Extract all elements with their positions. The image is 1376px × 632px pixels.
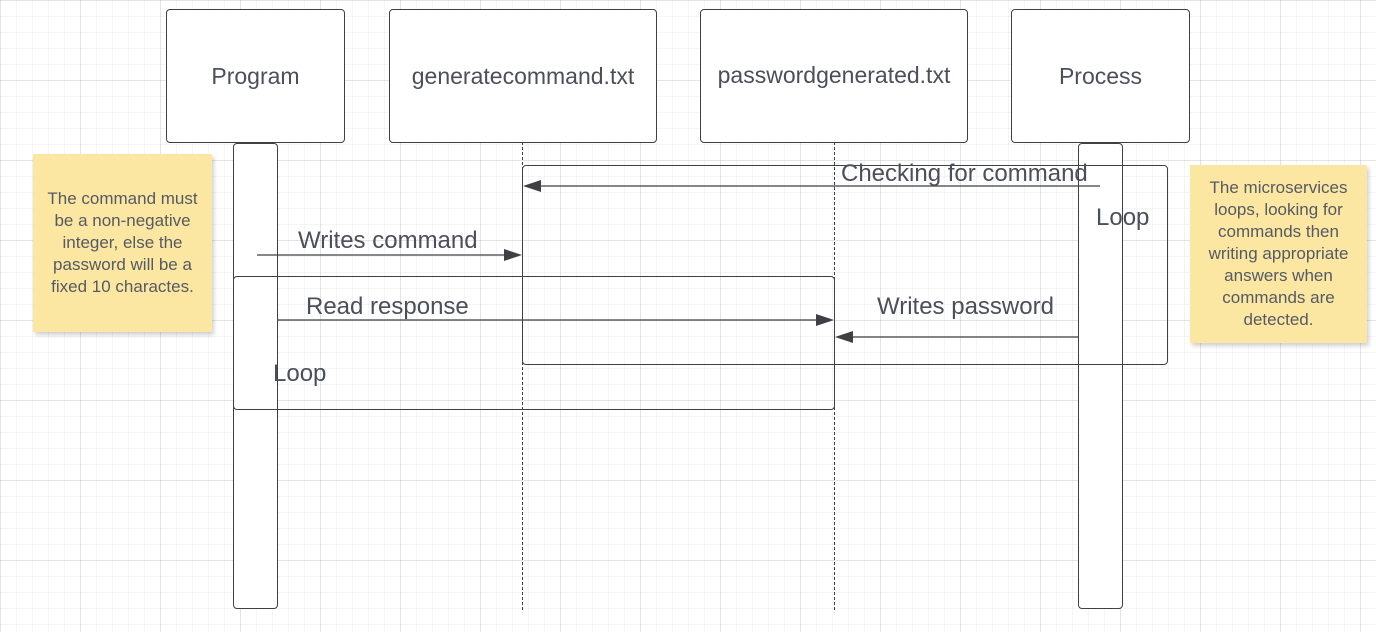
loop-frame-program[interactable] — [233, 276, 835, 410]
message-label-read-response: Read response — [306, 293, 469, 320]
message-label-checking: Checking for command — [841, 160, 1088, 187]
message-label-writes-password: Writes password — [877, 293, 1054, 320]
arrowhead-left-icon — [523, 180, 541, 192]
participant-label: Program — [211, 62, 300, 89]
arrowhead-left-icon — [835, 331, 853, 343]
note-text: The command must be a non-negative integ… — [47, 189, 198, 296]
activation-process[interactable] — [1078, 143, 1123, 609]
arrowhead-right-icon — [504, 249, 522, 261]
participant-program[interactable]: Program — [166, 9, 345, 143]
message-label-writes-command: Writes command — [298, 227, 478, 254]
loop-label-process: Loop — [1096, 204, 1150, 231]
lifeline-generatecommand — [522, 142, 523, 610]
participant-process[interactable]: Process — [1011, 9, 1190, 143]
participant-passwordgenerated[interactable]: passwordgenerated.txt — [700, 9, 968, 143]
note-text: The microservices loops, looking for com… — [1208, 178, 1349, 329]
sticky-note-right[interactable]: The microservices loops, looking for com… — [1190, 165, 1367, 343]
sticky-note-left[interactable]: The command must be a non-negative integ… — [33, 154, 212, 332]
activation-program[interactable] — [233, 143, 278, 609]
loop-label-program: Loop — [273, 360, 327, 387]
arrowhead-right-icon — [816, 314, 834, 326]
participant-label: Process — [1058, 62, 1143, 89]
participant-generatecommand[interactable]: generatecommand.txt — [389, 9, 657, 143]
participant-label: generatecommand.txt — [411, 62, 635, 89]
loop-frame-process[interactable] — [522, 165, 1168, 365]
participant-label: passwordgenerated.txt — [717, 62, 951, 88]
